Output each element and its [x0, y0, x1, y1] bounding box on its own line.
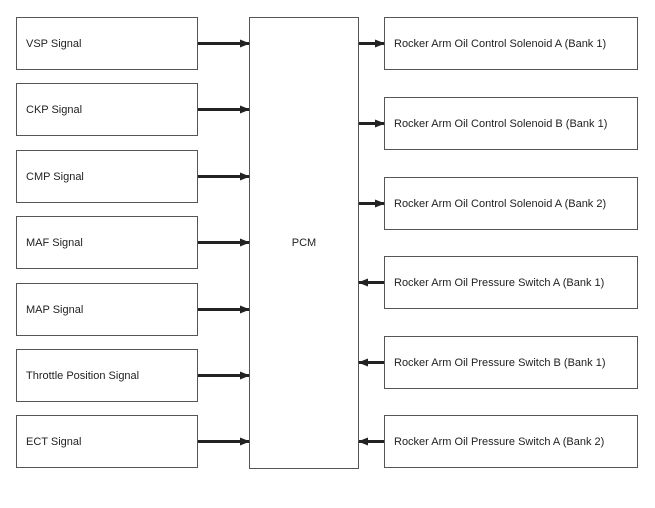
output-box-solenoid-a-bank1: Rocker Arm Oil Control Solenoid A (Bank … — [384, 17, 638, 70]
output-label: Rocker Arm Oil Pressure Switch A (Bank 1… — [394, 276, 605, 289]
input-label: MAF Signal — [26, 236, 83, 249]
output-box-solenoid-a-bank2: Rocker Arm Oil Control Solenoid A (Bank … — [384, 177, 638, 230]
pcm-label: PCM — [291, 237, 317, 249]
output-box-solenoid-b-bank1: Rocker Arm Oil Control Solenoid B (Bank … — [384, 97, 638, 150]
output-label: Rocker Arm Oil Control Solenoid B (Bank … — [394, 117, 608, 130]
input-label: MAP Signal — [26, 303, 84, 316]
output-label: Rocker Arm Oil Pressure Switch A (Bank 2… — [394, 435, 605, 448]
output-label: Rocker Arm Oil Control Solenoid A (Bank … — [394, 37, 607, 50]
input-box-ckp: CKP Signal — [16, 83, 198, 136]
input-box-ect: ECT Signal — [16, 415, 198, 468]
input-label: VSP Signal — [26, 37, 82, 50]
input-box-map: MAP Signal — [16, 283, 198, 336]
input-box-maf: MAF Signal — [16, 216, 198, 269]
output-box-pressure-switch-a-bank1: Rocker Arm Oil Pressure Switch A (Bank 1… — [384, 256, 638, 309]
pcm-block: PCM — [249, 17, 359, 469]
input-box-throttle-position: Throttle Position Signal — [16, 349, 198, 402]
input-box-cmp: CMP Signal — [16, 150, 198, 203]
output-box-pressure-switch-b-bank1: Rocker Arm Oil Pressure Switch B (Bank 1… — [384, 336, 638, 389]
output-box-pressure-switch-a-bank2: Rocker Arm Oil Pressure Switch A (Bank 2… — [384, 415, 638, 468]
output-label: Rocker Arm Oil Pressure Switch B (Bank 1… — [394, 356, 606, 369]
output-label: Rocker Arm Oil Control Solenoid A (Bank … — [394, 197, 607, 210]
input-box-vsp: VSP Signal — [16, 17, 198, 70]
input-label: CKP Signal — [26, 103, 83, 116]
input-label: Throttle Position Signal — [26, 369, 140, 382]
input-label: CMP Signal — [26, 170, 84, 183]
input-label: ECT Signal — [26, 435, 82, 448]
